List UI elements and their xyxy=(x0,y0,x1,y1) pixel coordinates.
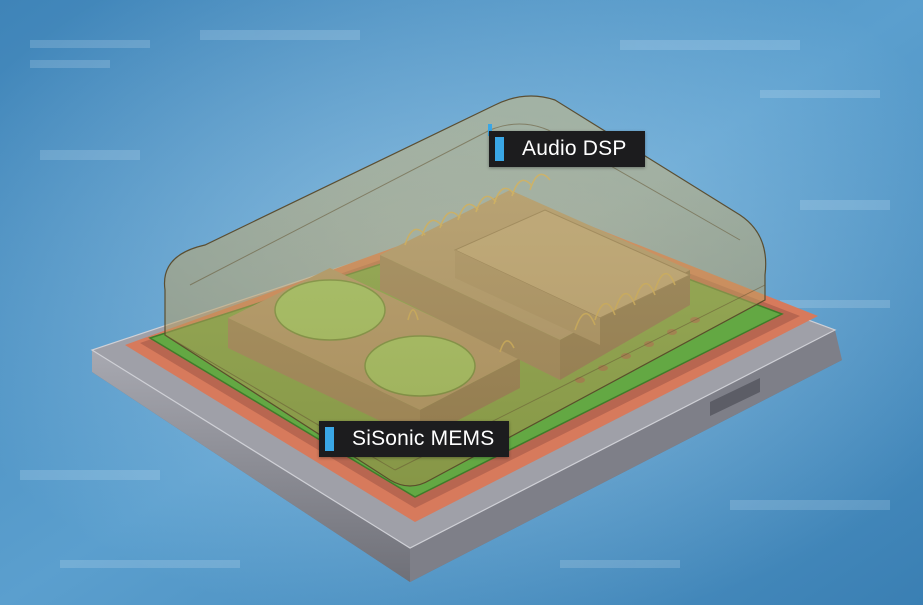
dsp-callout-anchor xyxy=(488,124,492,136)
audio-dsp-callout: Audio DSP xyxy=(489,131,645,167)
solder-pad xyxy=(710,378,760,416)
blurred-schematic-texture xyxy=(20,30,890,568)
substrate-side-front xyxy=(92,350,410,582)
audio-dsp-label: Audio DSP xyxy=(522,137,627,160)
blue-bar-marker-icon xyxy=(495,137,504,161)
sisonic-mems-callout: SiSonic MEMS xyxy=(319,421,509,457)
blue-bar-marker-icon xyxy=(325,427,334,451)
sisonic-mems-label: SiSonic MEMS xyxy=(352,427,495,450)
